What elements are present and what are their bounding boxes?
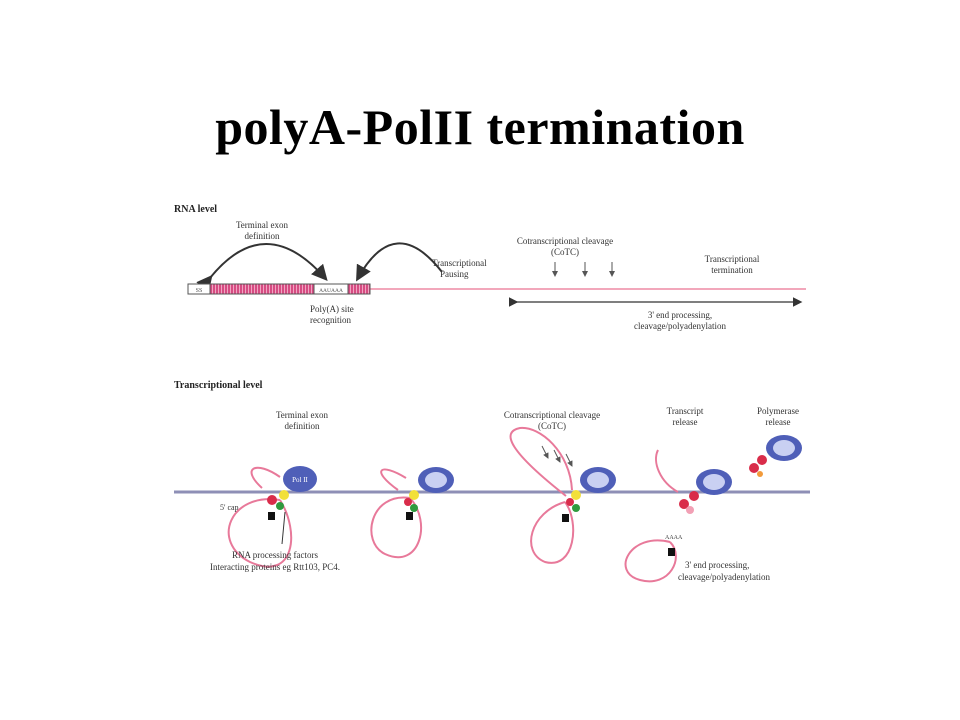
stage-5-factor-red-2 [749,463,759,473]
rna-level-panel: RNA level Terminal exon definition Trans… [174,204,806,331]
stage-1-complex: Terminal exon definition Pol II 5' cap R… [210,410,340,572]
rna-processing-label-2: cleavage/polyadenylation [634,321,726,331]
pol-ii-label: Pol II [292,476,308,484]
rna-terminal-exon-label-1: Terminal exon [236,220,289,230]
stage-3-cap-marker [562,514,569,522]
five-prime-cap-label: 5' cap [220,503,239,512]
stage-1-factor-yellow [279,490,289,500]
pausing-arc [356,242,443,282]
rna-termination-label-2: termination [711,265,753,275]
stage-1-factor-green [276,502,284,510]
polymerase-release-label-1: Polymerase [757,406,799,416]
tx-cotc-arrow-1 [541,445,549,459]
released-transcript-cap [668,548,675,556]
polya-signal-label: AAUAAA [319,288,343,294]
tx-cotc-arrow-2 [553,449,561,463]
factors-pointer-line [281,511,286,545]
stage-2-rna-hairpin [380,468,407,491]
stage-5-factor-red [757,455,767,465]
stage-2-factor-yellow [409,490,419,500]
tx-cotc-label-1: Cotranscriptional cleavage [504,410,600,420]
stage-5-complex: Polymerase release [749,406,802,477]
rna-termination-label-1: Transcriptional [705,254,760,264]
stage-1-rna-hairpin [250,466,281,489]
stage-3-factor-yellow [571,490,581,500]
transcriptional-level-heading: Transcriptional level [174,380,263,391]
transcript-release-label-2: release [673,417,698,427]
transcript-release-label-1: Transcript [667,406,704,416]
rna-cotc-label-1: Cotranscriptional cleavage [517,236,613,246]
stage-4-factor-pink [686,506,694,514]
stage-1-factor-red [267,495,277,505]
stage-2-polymerase-core [425,472,447,488]
figure-canvas: RNA level Terminal exon definition Trans… [174,204,810,583]
stage-3-rna-upper-loop [509,426,573,497]
released-transcript-loop [624,539,677,583]
stage-2-cap-marker [406,512,413,520]
factors-label-2: Interacting proteins eg Rtt103, PC4. [210,562,340,572]
rna-level-heading: RNA level [174,204,217,215]
rna-cotc-label-2: (CoTC) [551,247,579,257]
rna-processing-label-1: 3' end processing, [648,310,712,320]
tx-terminal-exon-label-1: Terminal exon [276,410,329,420]
polya-tail-label: AAAA [665,535,683,541]
rna-pausing-label-1: Transcriptional [432,258,487,268]
stage-1-cap-marker [268,512,275,520]
stage-4-factor-red-2 [679,499,689,509]
stage-3-complex: Cotranscriptional cleavage (CoTC) [504,410,616,564]
stage-4-complex: Transcript release AAAA 3' end processin… [624,406,770,583]
polymerase-release-label-2: release [766,417,791,427]
stage-2-rna-loop [370,496,423,558]
stage-3-factor-green [572,504,580,512]
rna-pausing-label-2: Pausing [440,269,469,279]
stage-1-polymerase [283,466,317,492]
terminal-exon-bar [209,283,315,295]
stage-3-rna-lower-loop [530,501,575,564]
stage-5-polymerase-core [773,440,795,456]
stage-4-polymerase-core [703,474,725,490]
downstream-segment [347,283,371,295]
stage-4-factor-red [689,491,699,501]
stage-2-complex [370,467,454,558]
stage-3-factor-red [566,498,574,506]
tx-cotc-arrow-3 [565,453,573,467]
termination-figure: RNA level Terminal exon definition Trans… [170,192,820,592]
stage-4-rna-fragment [655,449,679,493]
polya-site-label-2: recognition [310,315,351,325]
stage-1-rna-loop [227,498,293,568]
stage-5-factor-orange [757,471,763,477]
stage-3-polymerase-core [587,472,609,488]
factors-label-1: RNA processing factors [232,550,318,560]
tx-cotc-label-2: (CoTC) [538,421,566,431]
tx-processing-label-2: cleavage/polyadenylation [678,572,770,582]
upstream-exon-label: SS [196,288,203,294]
slide-title: polyA-PolII termination [215,99,745,155]
tx-processing-label-1: 3' end processing, [685,560,749,570]
polya-site-label-1: Poly(A) site [310,304,354,314]
tx-terminal-exon-label-2: definition [285,421,320,431]
transcriptional-level-panel: Transcriptional level Terminal exon defi… [174,380,810,583]
rna-terminal-exon-label-2: definition [245,231,280,241]
stage-2-factor-green [410,504,418,512]
terminal-exon-arc [196,243,328,293]
stage-2-factor-red [404,498,412,506]
